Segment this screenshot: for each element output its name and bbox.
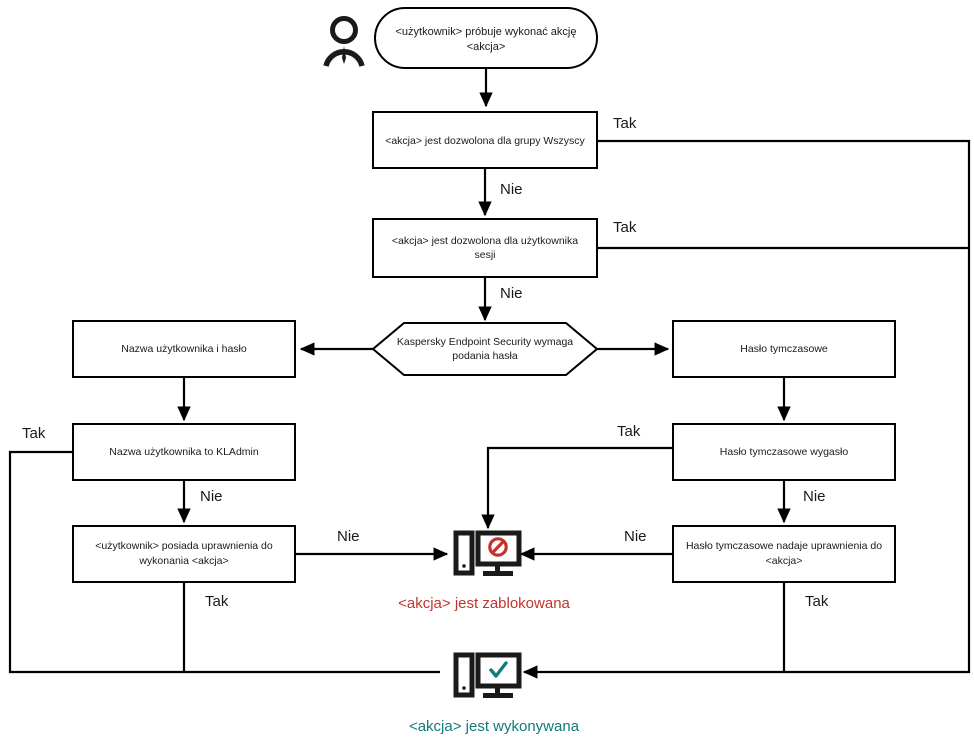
edge-everyone-yes	[522, 139, 971, 679]
node-username-password[interactable]: Nazwa użytkownika i hasło	[72, 320, 296, 378]
node-start-label-1: <użytkownik> próbuje wykonać akcję	[396, 26, 577, 38]
edge-label-no-permission: Nie	[337, 528, 360, 545]
node-requires-password-label-1: Kaspersky Endpoint Security wymaga	[397, 336, 573, 348]
edge-label-yes-grants: Tak	[805, 593, 829, 610]
executed-outcome-label: <akcja> jest wykonywana	[409, 718, 580, 735]
node-temporary-password[interactable]: Hasło tymczasowe	[672, 320, 896, 378]
edge-kladmin-yes	[8, 450, 440, 674]
edge-label-yes-kladmin: Tak	[22, 425, 46, 442]
node-allowed-session-label-2: sesji	[474, 249, 495, 261]
node-allowed-everyone[interactable]: <akcja> jest dozwolona dla grupy Wszyscy	[372, 111, 598, 169]
node-allowed-everyone-label-1: <akcja> jest dozwolona dla grupy Wszyscy	[385, 135, 585, 147]
edge-label-no-everyone: Nie	[500, 181, 523, 198]
edge-label-yes-permission: Tak	[205, 593, 229, 610]
node-username-is-kladmin[interactable]: Nazwa użytkownika to KLAdmin	[72, 423, 296, 481]
edge-label-yes-session: Tak	[613, 219, 637, 236]
node-start[interactable]: <użytkownik> próbuje wykonać akcję <akcj…	[374, 7, 598, 69]
node-start-label-2: <akcja>	[467, 41, 506, 53]
node-user-has-permission-label-2: wykonania <akcja>	[138, 555, 228, 567]
edge-expired-yes	[481, 446, 673, 530]
node-requires-password-label-2: podania hasła	[452, 350, 518, 362]
computer-blocked-icon	[453, 530, 522, 576]
node-username-password-label-1: Nazwa użytkownika i hasło	[121, 343, 247, 355]
edge-label-no-grants: Nie	[624, 528, 647, 545]
node-temp-password-grants[interactable]: Hasło tymczasowe nadaje uprawnienia do <…	[672, 525, 896, 583]
node-temporary-password-label-1: Hasło tymczasowe	[740, 343, 828, 355]
computer-check-icon	[453, 652, 522, 698]
blocked-outcome-label: <akcja> jest zablokowana	[398, 595, 570, 612]
node-temp-password-grants-label-1: Hasło tymczasowe nadaje uprawnienia do	[686, 540, 882, 552]
node-temp-password-expired[interactable]: Hasło tymczasowe wygasło	[672, 423, 896, 481]
node-user-has-permission-label-1: <użytkownik> posiada uprawnienia do	[95, 540, 273, 552]
person-icon	[323, 16, 365, 67]
edge-label-yes-expired: Tak	[617, 423, 641, 440]
node-allowed-session-label-1: <akcja> jest dozwolona dla użytkownika	[392, 235, 578, 247]
edge-label-no-kladmin: Nie	[200, 488, 223, 505]
node-allowed-session-user[interactable]: <akcja> jest dozwolona dla użytkownika s…	[372, 218, 598, 278]
node-user-has-permission[interactable]: <użytkownik> posiada uprawnienia do wyko…	[72, 525, 296, 583]
node-requires-password[interactable]: Kaspersky Endpoint Security wymaga podan…	[371, 322, 599, 376]
edge-label-no-session: Nie	[500, 285, 523, 302]
node-username-is-kladmin-label-1: Nazwa użytkownika to KLAdmin	[109, 446, 259, 458]
node-temp-password-grants-label-2: <akcja>	[766, 555, 803, 567]
edge-label-yes-everyone: Tak	[613, 115, 637, 132]
node-temp-password-expired-label-1: Hasło tymczasowe wygasło	[720, 446, 849, 458]
edge-label-no-expired: Nie	[803, 488, 826, 505]
